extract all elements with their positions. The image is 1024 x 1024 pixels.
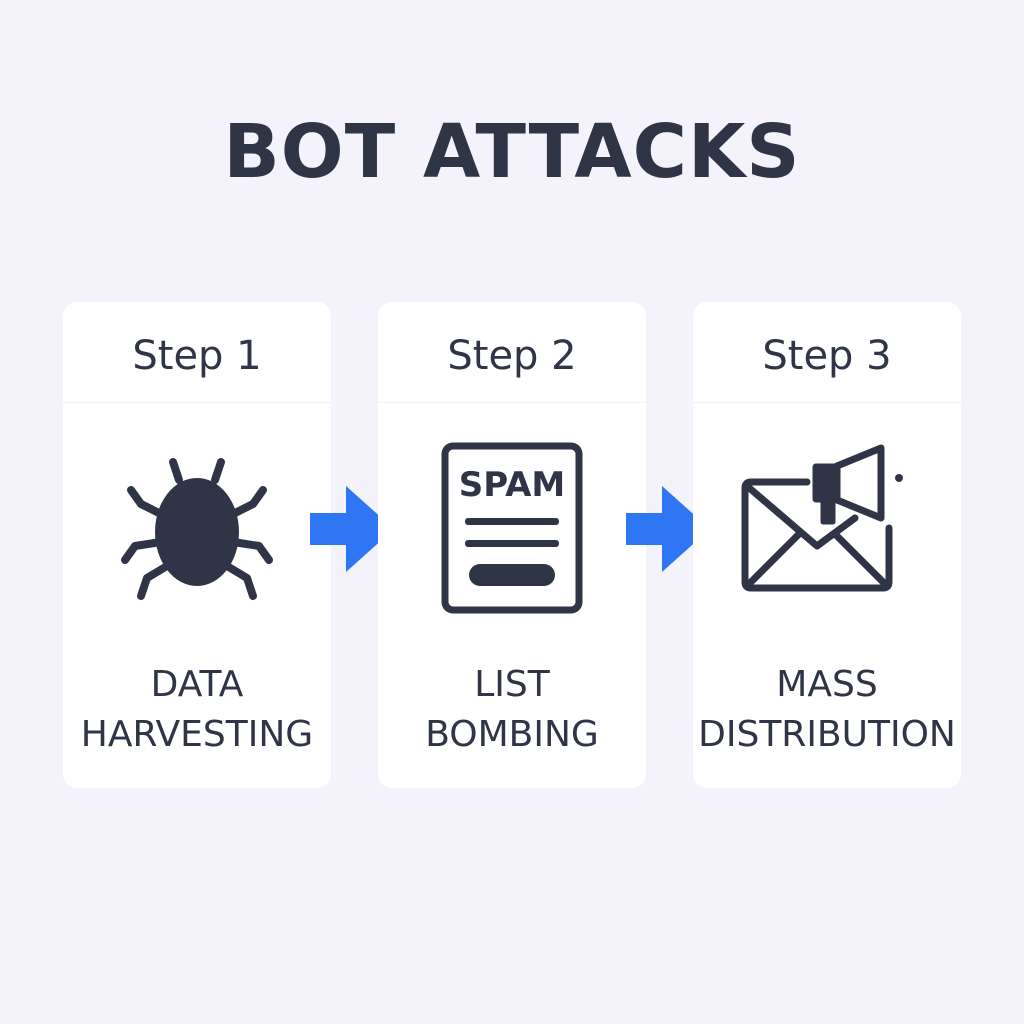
step-name: LIST BOMBING	[425, 664, 599, 755]
envelope-megaphone-icon	[741, 444, 903, 592]
card-divider	[378, 402, 646, 403]
step-card-3: Step 3 MASS DISTRIBUTION	[693, 302, 961, 788]
card-divider	[63, 402, 331, 403]
step-name: DATA HARVESTING	[80, 664, 314, 755]
step-name: MASS DISTRIBUTION	[698, 664, 956, 755]
arrow-right-icon	[310, 486, 394, 572]
bug-icon	[121, 458, 273, 600]
step-label: Step 3	[762, 333, 892, 379]
step-card-1: Step 1 DATA HARVESTING	[63, 302, 331, 788]
step-label: Step 1	[132, 333, 262, 379]
page-title: BOT ATTACKS	[223, 109, 801, 195]
arrow-right-icon	[626, 486, 710, 572]
step-label: Step 2	[447, 333, 577, 379]
step-card-2: Step 2 SPAM LIST BOMBING	[378, 302, 646, 788]
card-divider	[693, 402, 961, 403]
spam-document-icon: SPAM	[441, 442, 583, 614]
spam-text: SPAM	[459, 465, 565, 505]
